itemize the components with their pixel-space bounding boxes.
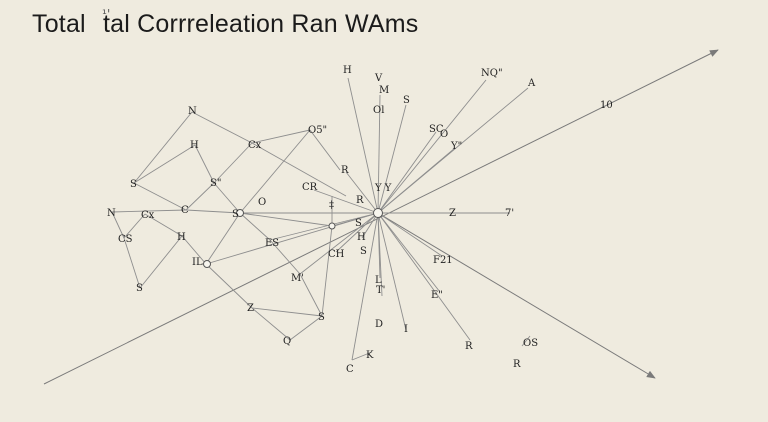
label-r3: R [465, 341, 473, 352]
left-cluster-edges [111, 111, 531, 361]
label-f21: F21 [433, 255, 453, 266]
label-7: 7' [505, 208, 514, 219]
label-m1: M' [291, 273, 304, 284]
title-mark: ¹ꞌ [102, 7, 111, 21]
label-cr: CR [302, 182, 318, 193]
label-m-top: M [379, 85, 389, 96]
label-nq: NQ" [481, 68, 503, 79]
label-10: 10 [600, 100, 613, 111]
title-word: Total [32, 10, 86, 38]
label-k: K [366, 350, 374, 361]
label-n2: N [107, 208, 116, 219]
label-il: IL [192, 257, 203, 268]
label-a: A [527, 78, 536, 89]
label-o5: O5" [308, 125, 327, 136]
label-v-top: V [374, 73, 383, 84]
label-d: D [375, 319, 383, 330]
label-cx2: Cx [141, 210, 155, 221]
label-s2: S" [210, 178, 221, 189]
label-yy: Y Y [374, 183, 392, 194]
label-c1: C [181, 205, 189, 216]
label-z2: Z [247, 303, 254, 314]
label-i: I [404, 324, 408, 335]
label-e: E" [431, 290, 443, 301]
label-t: T' [376, 285, 385, 296]
label-ch: CH [328, 249, 345, 260]
label-z: Z [449, 208, 456, 219]
label-es: ES [265, 238, 279, 249]
label-cx: Cx [248, 140, 262, 151]
node-labels: H V M Ol S NQ" A 10 N H Cx O5" SC O Y" S… [107, 65, 613, 375]
label-c2: C [346, 364, 354, 375]
hub-node [373, 208, 383, 218]
label-s4: S [355, 218, 362, 229]
label-y: Y" [450, 141, 462, 152]
label-o-sc: O [440, 129, 448, 140]
label-h2: H [177, 232, 186, 243]
label-s3: S [232, 209, 239, 220]
hub-spokes [205, 77, 529, 361]
diagram-title: Total ¹ꞌ tal Corrreleation Ran WAms [32, 7, 419, 39]
label-os: OS [523, 338, 538, 349]
node-r2 [328, 222, 336, 230]
label-s1: S [130, 179, 137, 190]
label-r4: R [513, 359, 521, 370]
label-s7: S [318, 312, 325, 323]
label-ol: Ol [373, 105, 384, 116]
label-h1: H [190, 140, 199, 151]
label-o1: O [258, 197, 266, 208]
node-il [203, 260, 211, 268]
label-r2: R [356, 195, 364, 206]
label-h3: H [357, 232, 366, 243]
label-s6: S [136, 283, 143, 294]
label-n: N [188, 106, 197, 117]
label-h-top: H [343, 65, 352, 76]
label-s5: S [360, 246, 367, 257]
label-l: L [375, 275, 382, 286]
node-s3 [236, 209, 244, 217]
label-r1: R [341, 165, 349, 176]
arrow-lower [377, 212, 656, 379]
title-rest: tal Corrreleation Ran WAms [102, 10, 419, 38]
label-cs: CS [118, 234, 133, 245]
label-sc: SC [429, 124, 444, 135]
label-mark2: ‡ [329, 200, 334, 211]
label-s-top: S [403, 95, 410, 106]
label-q: Q [283, 336, 291, 347]
